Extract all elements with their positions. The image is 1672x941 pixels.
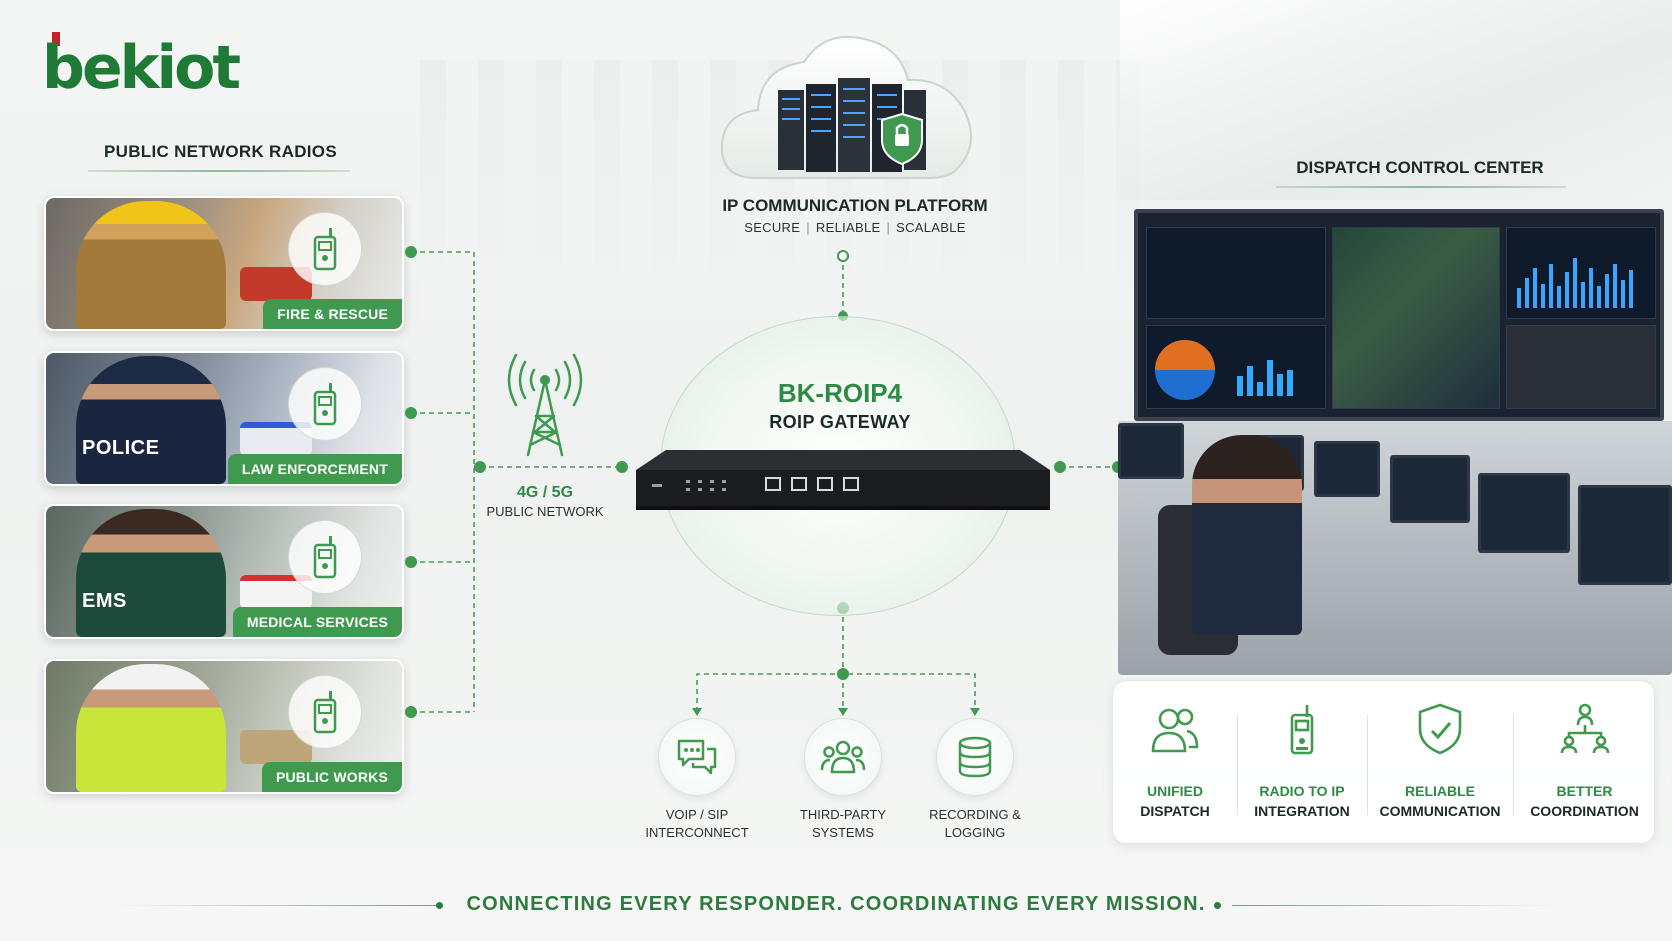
tagline-rule-left <box>120 905 440 906</box>
dispatch-title-underline <box>1276 186 1566 188</box>
wall-panel-cameras <box>1506 325 1656 409</box>
police-officer-figure <box>76 356 226 484</box>
benefit-radio-ip-line2: INTEGRATION <box>1254 803 1350 819</box>
feature-third-party-line1: THIRD-PARTY <box>799 807 887 822</box>
card-tag-works: PUBLIC WORKS <box>261 762 402 792</box>
benefit-divider <box>1237 715 1238 815</box>
platform-title: IP COMMUNICATION PLATFORM <box>722 196 988 215</box>
wall-panel-dashboard <box>1146 227 1326 319</box>
cloud-server-icon <box>716 28 984 186</box>
feature-recording <box>936 718 1014 796</box>
shield-check-icon <box>1412 701 1468 757</box>
benefit-unified-dispatch-label: UNIFIED DISPATCH <box>1113 781 1237 821</box>
feature-voip <box>658 718 736 796</box>
card-tag-fire: FIRE & RESCUE <box>263 299 402 329</box>
benefit-radio-ip: RADIO TO IP INTEGRATION <box>1237 681 1367 845</box>
feature-recording-line1: RECORDING & <box>929 807 1021 822</box>
card-tag-ems: MEDICAL SERVICES <box>232 607 402 637</box>
radio-card-works: PUBLIC WORKS <box>44 659 404 794</box>
brand-logo-mark: bekiot <box>42 32 243 103</box>
tagline-dot-right <box>1214 902 1221 909</box>
paramedic-figure <box>76 509 226 637</box>
benefit-unified-line1: UNIFIED <box>1147 783 1203 799</box>
users-icon <box>1147 701 1203 757</box>
roip-gateway-device <box>636 448 1050 512</box>
benefit-reliable-line2: COMMUNICATION <box>1379 803 1501 819</box>
radio-icon <box>288 367 362 441</box>
feature-third-party <box>804 718 882 796</box>
police-vest-label: POLICE <box>82 437 160 459</box>
benefits-panel: UNIFIED DISPATCH RADIO TO IP INTEGRATION… <box>1112 680 1655 844</box>
tagline-rule-right <box>1232 905 1552 906</box>
feature-recording-label: RECORDING & LOGGING <box>900 806 1050 842</box>
dispatcher-figure <box>1192 435 1302 635</box>
benefit-coordination-line2: COORDINATION <box>1530 803 1639 819</box>
platform-tag-separator: | <box>806 220 810 235</box>
benefit-reliable-label: RELIABLE COMMUNICATION <box>1367 781 1513 821</box>
feature-voip-line2: INTERCONNECT <box>645 825 749 840</box>
monitor <box>1478 473 1570 553</box>
database-icon <box>936 718 1014 796</box>
platform-tag-secure: SECURE <box>744 220 801 235</box>
radio-icon <box>288 212 362 286</box>
cell-tower-icon <box>500 350 590 460</box>
tagline: CONNECTING EVERY RESPONDER. COORDINATING… <box>466 893 1206 915</box>
benefit-coordination-label: BETTER COORDINATION <box>1513 781 1656 821</box>
monitor <box>1390 455 1470 523</box>
platform-tag-reliable: RELIABLE <box>815 220 881 235</box>
benefit-reliable-line1: RELIABLE <box>1405 783 1475 799</box>
brand-logo-wordmark: bekiot <box>42 33 240 100</box>
benefit-unified-dispatch: UNIFIED DISPATCH <box>1113 681 1237 845</box>
tagline-dot-left <box>436 902 443 909</box>
benefit-divider <box>1367 715 1368 815</box>
wall-panel-chart <box>1506 227 1656 319</box>
monitor <box>1118 423 1184 479</box>
radio-icon <box>1274 701 1330 757</box>
platform-tag-scalable: SCALABLE <box>896 220 966 235</box>
dispatch-title: DISPATCH CONTROL CENTER <box>1296 158 1544 177</box>
benefit-radio-ip-label: RADIO TO IP INTEGRATION <box>1237 781 1367 821</box>
video-wall <box>1134 209 1664 421</box>
card-tag-police: LAW ENFORCEMENT <box>227 454 402 484</box>
platform-tags: SECURE | RELIABLE | SCALABLE <box>690 220 1020 235</box>
public-radios-title: PUBLIC NETWORK RADIOS <box>104 142 337 161</box>
benefit-coordination-line1: BETTER <box>1556 783 1613 799</box>
monitor <box>1314 441 1380 497</box>
gateway-title: BK-ROIP4 <box>777 378 903 408</box>
benefit-radio-ip-line1: RADIO TO IP <box>1259 783 1345 799</box>
public-radios-underline <box>88 170 350 172</box>
radio-card-ems: EMS MEDICAL SERVICES <box>44 504 404 639</box>
feature-third-party-label: THIRD-PARTY SYSTEMS <box>768 806 918 842</box>
feature-recording-line2: LOGGING <box>944 825 1006 840</box>
monitor <box>1578 485 1672 585</box>
dispatch-center-photo <box>1118 205 1672 675</box>
feature-third-party-line2: SYSTEMS <box>811 825 875 840</box>
wall-chart-bars <box>1517 258 1633 308</box>
network-title: 4G / 5G <box>516 484 574 501</box>
wall-panel-gauge <box>1146 325 1326 409</box>
gateway-subtitle: ROIP GATEWAY <box>769 412 911 432</box>
feature-voip-line1: VOIP / SIP <box>665 807 729 822</box>
ems-vest-label: EMS <box>82 590 127 612</box>
platform-tag-separator: | <box>886 220 891 235</box>
benefit-better-coordination: BETTER COORDINATION <box>1513 681 1656 845</box>
wall-panel-map <box>1332 227 1500 409</box>
benefit-reliable-communication: RELIABLE COMMUNICATION <box>1367 681 1513 845</box>
brand-logo: bekiot <box>42 30 302 103</box>
radio-card-police: POLICE LAW ENFORCEMENT <box>44 351 404 486</box>
benefit-unified-line2: DISPATCH <box>1140 803 1210 819</box>
firefighter-figure <box>76 201 226 329</box>
network-subtitle: PUBLIC NETWORK <box>486 504 604 519</box>
radio-card-fire: FIRE & RESCUE <box>44 196 404 331</box>
benefit-divider <box>1513 715 1514 815</box>
feature-voip-label: VOIP / SIP INTERCONNECT <box>622 806 772 842</box>
network-people-icon <box>1557 701 1613 757</box>
users-group-icon <box>804 718 882 796</box>
radio-icon <box>288 520 362 594</box>
background-ceiling-light <box>1120 0 1672 200</box>
worker-figure <box>76 664 226 792</box>
chat-bubbles-icon <box>658 718 736 796</box>
radio-icon <box>288 675 362 749</box>
